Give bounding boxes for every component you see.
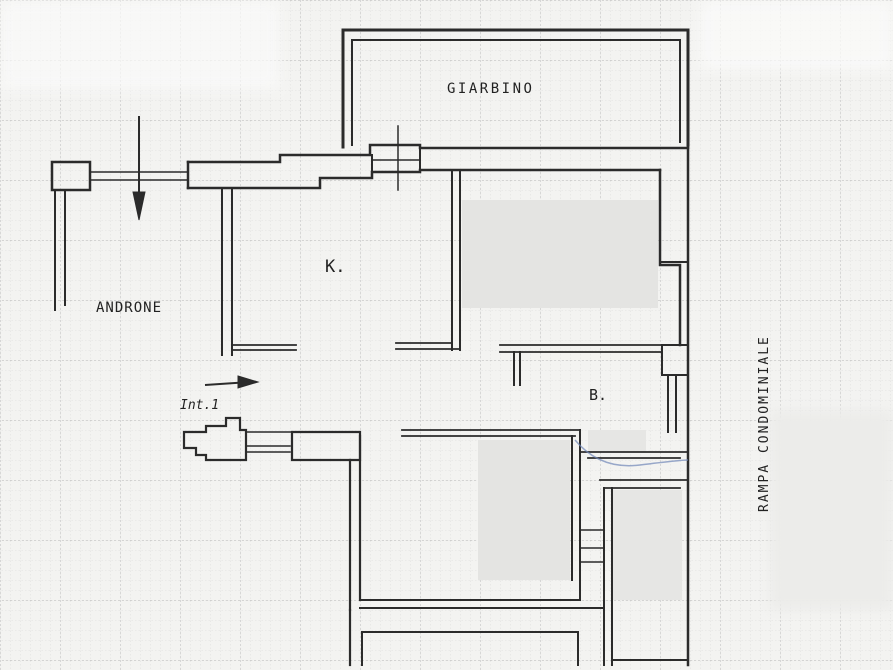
entrance-label: Int.1 xyxy=(180,398,219,413)
bath-label: B. xyxy=(589,386,607,404)
blurred-patch xyxy=(478,440,570,580)
ramp-label: RAMPA CONDOMINIALE xyxy=(757,335,772,512)
lobby-label: ANDRONE xyxy=(96,300,162,316)
arrow-down-icon xyxy=(132,191,146,221)
faded-area xyxy=(700,0,893,70)
ink-mark xyxy=(574,439,689,467)
blurred-patch xyxy=(462,200,658,308)
walls xyxy=(50,28,690,667)
garden-label: GIARBINO xyxy=(447,81,534,97)
arrow-right-icon xyxy=(237,375,260,389)
arrows xyxy=(132,116,260,389)
blurred-patch xyxy=(588,430,646,452)
blurred-patch xyxy=(612,490,682,600)
blurred-patch xyxy=(770,410,893,610)
faded-area xyxy=(0,0,280,90)
kitchen-label: K. xyxy=(325,257,345,277)
